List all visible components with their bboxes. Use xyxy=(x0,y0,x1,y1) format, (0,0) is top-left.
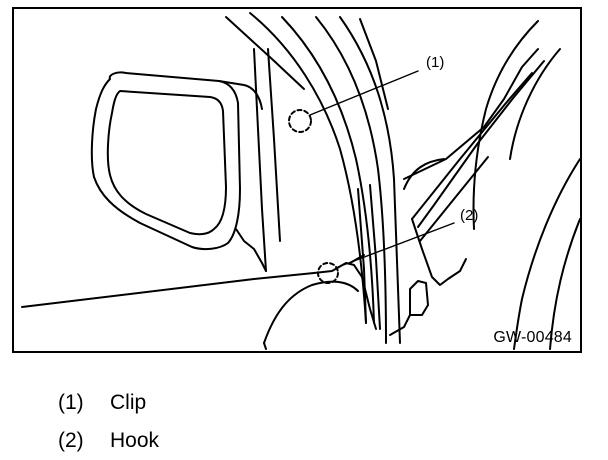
clip-leader-line xyxy=(309,70,419,116)
legend: (1) Clip (2) Hook xyxy=(58,384,159,460)
door-frame-curve-3 xyxy=(315,16,387,344)
diagram-frame: (1) (2) GW-00484 xyxy=(12,7,582,353)
mirror-housing-edge xyxy=(218,80,263,110)
legend-text: Hook xyxy=(110,429,160,452)
body-curve-1 xyxy=(472,20,539,230)
window-frame-outer xyxy=(403,48,539,180)
callout-2: (2) xyxy=(460,207,478,224)
hook-marker xyxy=(317,262,339,284)
trim-panel-lower xyxy=(263,280,359,344)
callout-1: (1) xyxy=(426,54,444,71)
window-bottom xyxy=(411,218,467,286)
window-channel-1 xyxy=(417,60,545,228)
legend-item: (2) Hook xyxy=(58,422,159,460)
molding-line-2 xyxy=(369,184,381,330)
body-curve-2 xyxy=(509,48,561,160)
trim-panel-edge xyxy=(263,342,267,350)
window-frame-inner xyxy=(411,72,533,220)
door-frame-curve-4 xyxy=(339,16,401,344)
hook-leader-line xyxy=(337,222,455,268)
trim-panel-top xyxy=(21,262,363,308)
door-mirror-illustration: (1) (2) xyxy=(21,12,580,350)
legend-text: Clip xyxy=(110,391,147,414)
door-frame-curve-1 xyxy=(249,12,367,324)
door-bracket xyxy=(409,280,429,316)
molding-line-1 xyxy=(357,188,367,324)
door-frame-curve-2 xyxy=(281,16,375,324)
legend-item: (1) Clip xyxy=(58,384,159,422)
mirror-base xyxy=(235,228,267,272)
pillar-front-edge xyxy=(225,16,305,90)
body-curve-4 xyxy=(549,218,580,350)
hook-line-b xyxy=(361,276,377,330)
door-bracket-edge xyxy=(389,314,411,336)
mirror-glass xyxy=(106,90,227,236)
legend-number: (1) xyxy=(58,391,84,414)
clip-marker xyxy=(288,109,312,133)
body-curve-3 xyxy=(513,158,580,350)
figure-code: GW-00484 xyxy=(493,329,572,346)
legend-number: (2) xyxy=(58,429,84,452)
pillar-inner-right xyxy=(267,48,281,242)
pillar-inner-left xyxy=(253,48,267,272)
door-frame-curve-5 xyxy=(359,18,389,110)
window-channel-2 xyxy=(419,156,489,242)
corner-trim xyxy=(403,158,445,190)
